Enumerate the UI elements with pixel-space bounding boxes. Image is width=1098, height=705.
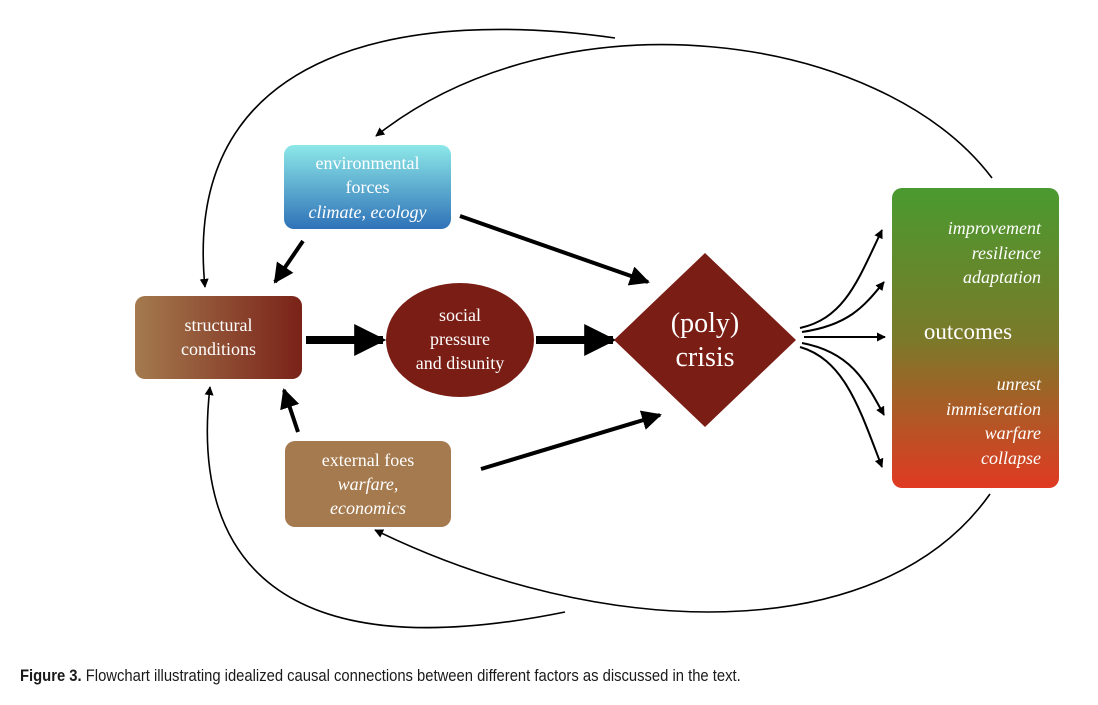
outcome-negative-1: unrest — [997, 374, 1042, 394]
flowchart-diagram: environmental forces climate, ecology st… — [135, 28, 1059, 629]
crisis-line-1: (poly) — [671, 308, 739, 339]
node-environmental-forces: environmental forces climate, ecology — [284, 145, 451, 229]
node-external-foes: external foes warfare, economics — [285, 441, 451, 527]
outcome-positive-3: adaptation — [963, 267, 1041, 287]
arrow-crisis-to-outcomes-5 — [799, 346, 884, 468]
outcome-positive-1: improvement — [948, 218, 1042, 238]
outcome-negative-3: warfare — [985, 423, 1041, 443]
feedback-arrow-outcomes-to-environmental — [375, 43, 993, 179]
outcome-negative-2: immiseration — [946, 399, 1041, 419]
structural-line-1: structural — [185, 315, 253, 335]
outcome-positive-2: resilience — [972, 243, 1041, 263]
arrow-environmental-to-structural — [273, 239, 305, 284]
environmental-line-2: forces — [346, 177, 390, 197]
structural-line-2: conditions — [181, 339, 256, 359]
arrow-external-to-crisis — [480, 410, 662, 471]
node-structural-conditions: structural conditions — [135, 296, 302, 379]
external-detail-2: economics — [330, 498, 406, 518]
environmental-detail: climate, ecology — [309, 202, 427, 222]
feedback-arrow-outcomes-to-external — [374, 493, 991, 613]
feedback-arrow-top-to-structural — [199, 28, 616, 288]
social-line-1: social — [439, 305, 481, 325]
node-outcomes: improvement resilience adaptation outcom… — [892, 188, 1059, 488]
outcome-negative-4: collapse — [981, 448, 1041, 468]
figure-label: Figure 3. — [20, 666, 82, 685]
arrow-environmental-to-crisis — [459, 214, 650, 286]
crisis-line-2: crisis — [675, 342, 734, 373]
outcomes-title: outcomes — [924, 319, 1012, 344]
social-line-3: and disunity — [416, 353, 505, 373]
social-line-2: pressure — [430, 329, 490, 349]
environmental-line-1: environmental — [316, 153, 420, 173]
arrow-crisis-to-outcomes-2 — [801, 281, 885, 333]
arrow-external-to-structural — [280, 388, 300, 433]
node-crisis: (poly) crisis — [614, 253, 796, 427]
feedback-arrow-bottom-to-structural — [204, 386, 566, 629]
external-detail-1: warfare, — [338, 474, 399, 494]
external-line-1: external foes — [322, 450, 414, 470]
arrow-crisis-to-outcomes-4 — [801, 342, 885, 416]
node-social-pressure: social pressure and disunity — [386, 283, 534, 397]
arrow-crisis-to-outcomes-1 — [799, 229, 883, 329]
figure-caption-text: Flowchart illustrating idealized causal … — [81, 666, 741, 685]
figure-caption: Figure 3. Flowchart illustrating idealiz… — [20, 666, 942, 686]
